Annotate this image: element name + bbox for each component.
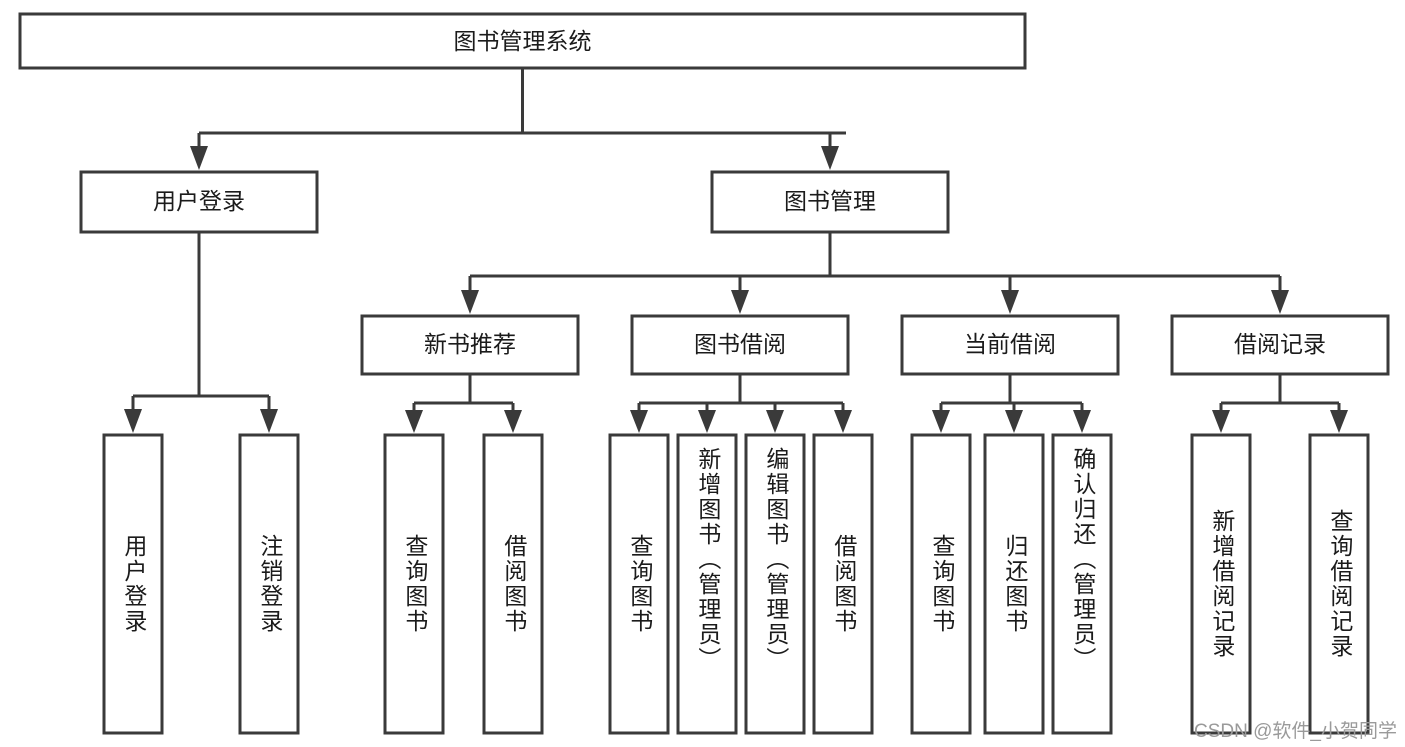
arrow-head-current-borrow	[1001, 290, 1019, 314]
connector-group-root-to-level2	[190, 68, 846, 170]
connector-group-book-manage-to-level3	[461, 232, 1289, 314]
node-leaf-logout-box[interactable]	[238, 433, 300, 735]
node-new-book-recommend[interactable]: 新书推荐	[360, 314, 580, 376]
node-book-borrow-label: 图书借阅	[694, 331, 786, 357]
node-leaf-add-record-box[interactable]	[1190, 433, 1252, 735]
arrow-head-book-manage	[821, 146, 839, 170]
arrow-head-leaf-return-book	[1005, 410, 1023, 433]
arrow-head-leaf-confirm-return	[1073, 410, 1091, 433]
connector-group-book-borrow-leaves	[630, 374, 852, 433]
node-leaf-return-book-box[interactable]	[983, 433, 1045, 735]
node-user-login-label: 用户登录	[153, 188, 245, 214]
arrow-head-book-borrow	[731, 290, 749, 314]
node-leaf-borrow-book-1-box[interactable]	[482, 433, 544, 735]
watermark-credit: CSDN @软件_小贺同学	[1194, 721, 1397, 742]
node-borrow-record-box[interactable]	[1170, 314, 1390, 376]
node-current-borrow-label: 当前借阅	[964, 331, 1056, 357]
node-new-book-recommend-box[interactable]	[360, 314, 580, 376]
node-book-borrow-box[interactable]	[630, 314, 850, 376]
arrow-head-leaf-borrow-book-1	[504, 410, 522, 433]
node-new-book-recommend-label: 新书推荐	[424, 331, 516, 357]
node-leaf-borrow-book-2-box[interactable]	[812, 433, 874, 735]
node-root-box[interactable]	[18, 12, 1027, 70]
node-book-borrow[interactable]: 图书借阅	[630, 314, 850, 376]
arrow-head-leaf-add-record	[1212, 410, 1230, 433]
arrow-head-leaf-query-book-3	[932, 410, 950, 433]
node-borrow-record[interactable]: 借阅记录	[1170, 314, 1390, 376]
arrow-head-leaf-add-book	[698, 410, 716, 433]
node-leaf-query-book-2-box[interactable]	[608, 433, 670, 735]
arrow-head-leaf-query-book-2	[630, 410, 648, 433]
arrow-head-leaf-edit-book	[766, 410, 784, 433]
node-borrow-record-label: 借阅记录	[1234, 331, 1326, 357]
connector-group-user-login-leaves	[124, 232, 278, 433]
arrow-head-leaf-query-record	[1330, 410, 1348, 433]
arrow-head-leaf-query-book-1	[405, 410, 423, 433]
node-user-login[interactable]: 用户登录	[79, 170, 319, 234]
connector-group-current-borrow-leaves	[932, 374, 1091, 433]
node-book-manage[interactable]: 图书管理	[710, 170, 950, 234]
node-leaf-confirm-return-box[interactable]	[1051, 433, 1113, 735]
node-leaf-query-record-box[interactable]	[1308, 433, 1370, 735]
node-root-label: 图书管理系统	[454, 28, 592, 54]
arrow-head-leaf-borrow-book-2	[834, 410, 852, 433]
node-current-borrow-box[interactable]	[900, 314, 1120, 376]
arrow-head-borrow-record	[1271, 290, 1289, 314]
node-leaf-user-login-box[interactable]	[102, 433, 164, 735]
node-leaf-add-book-box[interactable]	[676, 433, 738, 735]
node-current-borrow[interactable]: 当前借阅	[900, 314, 1120, 376]
node-book-manage-label: 图书管理	[784, 188, 876, 214]
node-leaf-query-book-3-box[interactable]	[910, 433, 972, 735]
connector-group-borrow-record-leaves	[1212, 374, 1348, 433]
node-root[interactable]: 图书管理系统	[18, 12, 1027, 70]
arrow-head-leaf-logout	[260, 409, 278, 433]
arrow-head-new-book-recommend	[461, 290, 479, 314]
connector-group-new-book-recommend-leaves	[405, 374, 522, 433]
node-user-login-box[interactable]	[79, 170, 319, 234]
node-book-manage-box[interactable]	[710, 170, 950, 234]
arrow-head-user-login	[190, 146, 208, 170]
node-leaf-query-book-1-box[interactable]	[383, 433, 445, 735]
arrow-head-leaf-user-login	[124, 409, 142, 433]
node-leaf-edit-book-box[interactable]	[744, 433, 806, 735]
